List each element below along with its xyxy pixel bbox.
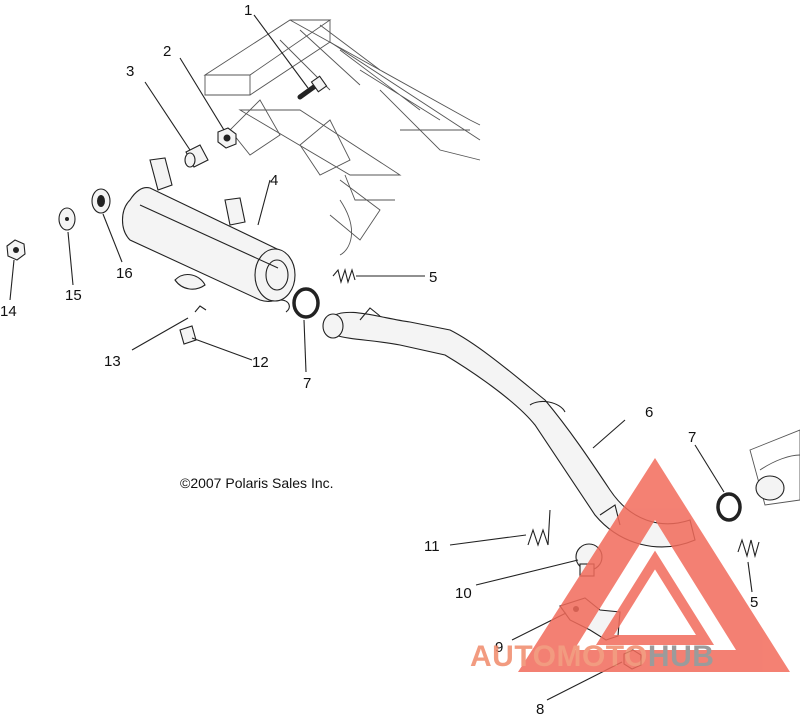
watermark-part1: AUTOMOTO bbox=[470, 640, 648, 673]
callout-3: 3 bbox=[126, 63, 134, 80]
frame-rails bbox=[203, 19, 481, 256]
spacer-part-3 bbox=[184, 144, 209, 168]
callout-14: 14 bbox=[0, 303, 17, 320]
callout-2: 2 bbox=[163, 43, 171, 60]
callout-6: 6 bbox=[645, 404, 653, 421]
leader-lines bbox=[9, 14, 753, 701]
callout-15: 15 bbox=[65, 287, 82, 304]
callout-7-left: 7 bbox=[303, 375, 311, 392]
callout-9: 9 bbox=[495, 639, 503, 656]
callout-5-upper: 5 bbox=[429, 269, 437, 286]
bolt-part-1 bbox=[297, 75, 328, 100]
callout-12: 12 bbox=[252, 354, 269, 371]
spring-part-5-top bbox=[332, 268, 356, 284]
watermark-logo: AUTOMOTOHUB bbox=[470, 458, 790, 673]
engine-port bbox=[749, 429, 800, 506]
spring-part-11 bbox=[527, 509, 551, 547]
muffler-part-4 bbox=[121, 157, 296, 313]
watermark-wordmark: AUTOMOTOHUB bbox=[470, 640, 714, 673]
washer-part-15 bbox=[58, 207, 76, 231]
callout-1: 1 bbox=[244, 2, 252, 19]
callout-4: 4 bbox=[270, 172, 278, 189]
callout-7-right: 7 bbox=[688, 429, 696, 446]
clip-part-12 bbox=[179, 325, 197, 345]
callout-8: 8 bbox=[536, 701, 544, 717]
spring-part-5-right bbox=[737, 538, 760, 559]
warning-triangle-icon bbox=[518, 458, 790, 672]
callout-16: 16 bbox=[116, 265, 133, 282]
callout-11: 11 bbox=[424, 538, 440, 555]
grommet-part-16 bbox=[91, 188, 111, 214]
callout-5-lower: 5 bbox=[750, 594, 758, 611]
callout-13: 13 bbox=[104, 353, 121, 370]
gasket-part-7-right bbox=[716, 492, 742, 522]
copyright-notice: ©2007 Polaris Sales Inc. bbox=[180, 475, 334, 491]
watermark-part2: HUB bbox=[648, 640, 715, 673]
triangle-inner-icon bbox=[595, 550, 715, 645]
pin-part-13 bbox=[194, 305, 207, 313]
nut-part-2 bbox=[217, 127, 237, 149]
callout-10: 10 bbox=[455, 585, 472, 602]
nut-part-14 bbox=[6, 239, 26, 261]
gasket-part-7-left bbox=[292, 287, 320, 319]
callout-labels: 1 2 3 4 5 5 6 7 7 8 9 10 11 12 13 14 15 … bbox=[0, 2, 758, 717]
